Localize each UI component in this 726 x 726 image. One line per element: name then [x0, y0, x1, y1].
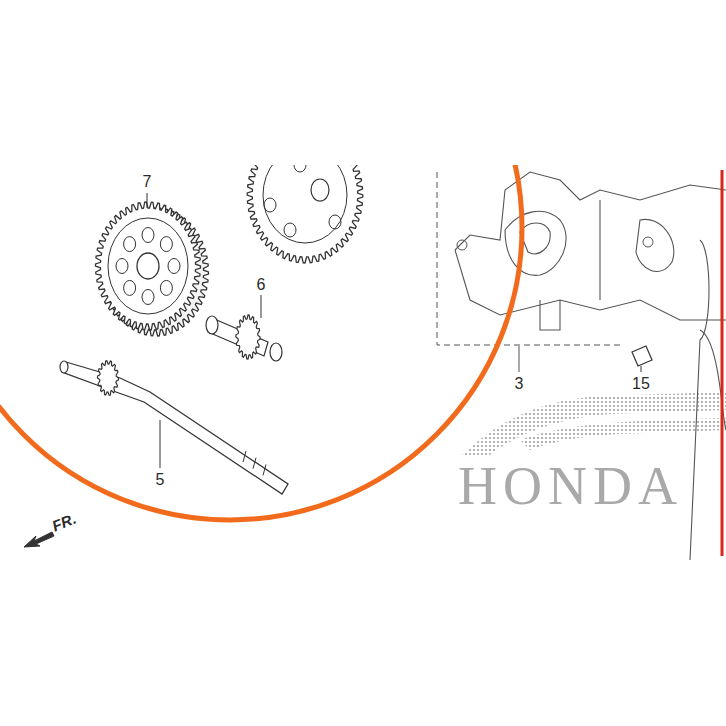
- group-bracket: [437, 172, 620, 345]
- shaft-spline: [253, 458, 256, 469]
- watermark: HONDA: [458, 459, 683, 513]
- edge-line: [721, 170, 724, 556]
- gear-hole: [116, 259, 128, 274]
- gear: [96, 202, 201, 330]
- callout-number: 15: [632, 376, 650, 392]
- gear-spline: [137, 253, 159, 279]
- illustration-group: [0, 165, 726, 560]
- direction-label: FR.: [50, 511, 78, 534]
- gear-hole: [160, 237, 172, 252]
- bolt-hole: [457, 240, 467, 250]
- shaft: [62, 362, 288, 494]
- pinion-end: [206, 316, 218, 334]
- crankcase-outline: [636, 219, 674, 271]
- shaft-gear: [98, 361, 119, 396]
- callout-number: 3: [515, 376, 524, 392]
- front-arrow: [24, 532, 54, 547]
- gear-hole: [142, 290, 154, 305]
- leader-line: [147, 193, 148, 208]
- wing-watermark: [462, 392, 726, 456]
- gear-hole: [124, 237, 136, 252]
- gear-hole: [264, 198, 276, 212]
- shaft-spline: [263, 464, 266, 475]
- crankcase-outline: [455, 172, 726, 250]
- crankcase-outline: [455, 250, 726, 320]
- gear-hole: [124, 280, 136, 295]
- gear: [247, 165, 363, 263]
- gear-hole: [284, 223, 296, 237]
- callout-number: 7: [143, 174, 152, 190]
- pinion: [236, 315, 260, 359]
- callout-number: 5: [156, 472, 165, 488]
- leader-line: [641, 366, 642, 372]
- bolt-hole: [643, 237, 653, 247]
- gear-hole: [160, 280, 172, 295]
- gear-hole: [294, 165, 306, 172]
- crankcase-outline: [540, 300, 560, 330]
- gear-web: [108, 218, 188, 314]
- gear-hole: [329, 215, 341, 229]
- leader-line: [160, 420, 161, 468]
- shaft-spline: [243, 451, 246, 462]
- crankcase-outline: [505, 211, 566, 275]
- crankcase-outline: [599, 200, 600, 300]
- shaft-end: [60, 361, 68, 373]
- leader-line: [261, 295, 262, 318]
- gear-hole: [142, 228, 154, 243]
- highlight-circle: [0, 165, 522, 520]
- crankcase-outline: [690, 240, 709, 560]
- gear-hub: [311, 179, 329, 201]
- callout-number: 6: [257, 277, 266, 293]
- dowel-pin: [632, 346, 652, 366]
- leader-line: [519, 346, 520, 372]
- gear-web: [263, 165, 347, 243]
- gear-hole: [168, 259, 180, 274]
- pinion-end: [270, 343, 282, 361]
- crankcase-outline: [520, 223, 550, 254]
